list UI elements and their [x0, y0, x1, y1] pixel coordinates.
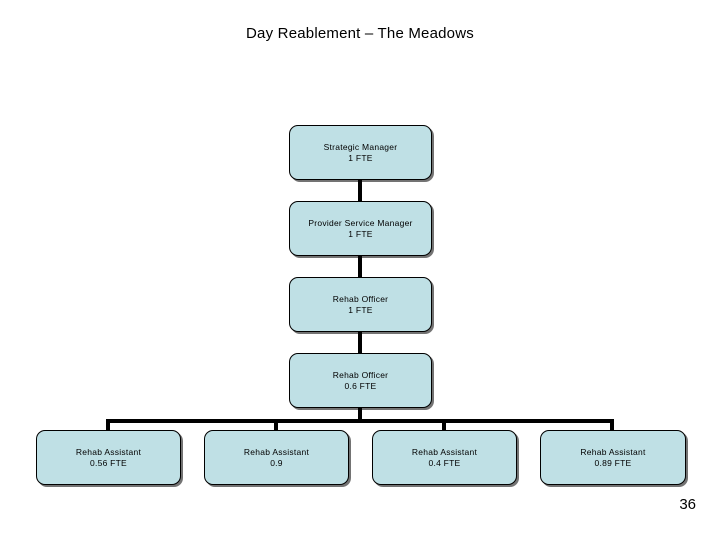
org-node-fte: 0.56 FTE: [90, 457, 127, 468]
org-node-fte: 0.89 FTE: [594, 457, 632, 468]
org-node-rehab-officer-1[interactable]: Rehab Officer 1 FTE: [289, 277, 432, 332]
connector-bus-to-rehab-assistant-3: [442, 419, 446, 431]
org-node-fte: 0.4 FTE: [428, 457, 461, 468]
org-node-role: Provider Service Manager: [308, 217, 413, 228]
page-number: 36: [679, 496, 696, 513]
connector-bus-to-rehab-assistant-4: [610, 419, 614, 431]
org-node-role: Rehab Assistant: [75, 446, 142, 457]
org-node-fte: 0.9: [270, 457, 283, 468]
connector-strategic-to-provider: [358, 180, 362, 202]
org-node-rehab-assistant-1[interactable]: Rehab Assistant 0.56 FTE: [36, 430, 181, 485]
connector-provider-to-rehab-officer: [358, 256, 362, 278]
org-node-fte: 0.6 FTE: [344, 380, 377, 391]
org-node-fte: 1 FTE: [348, 304, 373, 315]
connector-horizontal-bus: [106, 419, 614, 423]
org-node-role: Strategic Manager: [323, 141, 398, 152]
connector-bus-to-rehab-assistant-2: [274, 419, 278, 431]
org-node-fte: 1 FTE: [348, 152, 373, 163]
org-node-role: Rehab Assistant: [411, 446, 478, 457]
org-node-fte: 1 FTE: [348, 228, 373, 239]
connector-rehab-officer-to-rehab-officer-06: [358, 332, 362, 354]
connector-rehab-officer-06-to-bus: [358, 408, 362, 423]
org-node-role: Rehab Officer: [332, 369, 389, 380]
connector-bus-to-rehab-assistant-1: [106, 419, 110, 431]
org-node-role: Rehab Assistant: [580, 446, 646, 457]
org-node-rehab-assistant-2[interactable]: Rehab Assistant 0.9: [204, 430, 349, 485]
org-node-strategic-manager[interactable]: Strategic Manager 1 FTE: [289, 125, 432, 180]
org-node-rehab-assistant-4[interactable]: Rehab Assistant 0.89 FTE: [540, 430, 686, 485]
org-node-rehab-officer-06[interactable]: Rehab Officer 0.6 FTE: [289, 353, 432, 408]
org-node-provider-service-manager[interactable]: Provider Service Manager 1 FTE: [289, 201, 432, 256]
org-node-role: Rehab Assistant: [243, 446, 310, 457]
page-title: Day Reablement – The Meadows: [246, 25, 474, 42]
org-node-role: Rehab Officer: [332, 293, 389, 304]
org-node-rehab-assistant-3[interactable]: Rehab Assistant 0.4 FTE: [372, 430, 517, 485]
